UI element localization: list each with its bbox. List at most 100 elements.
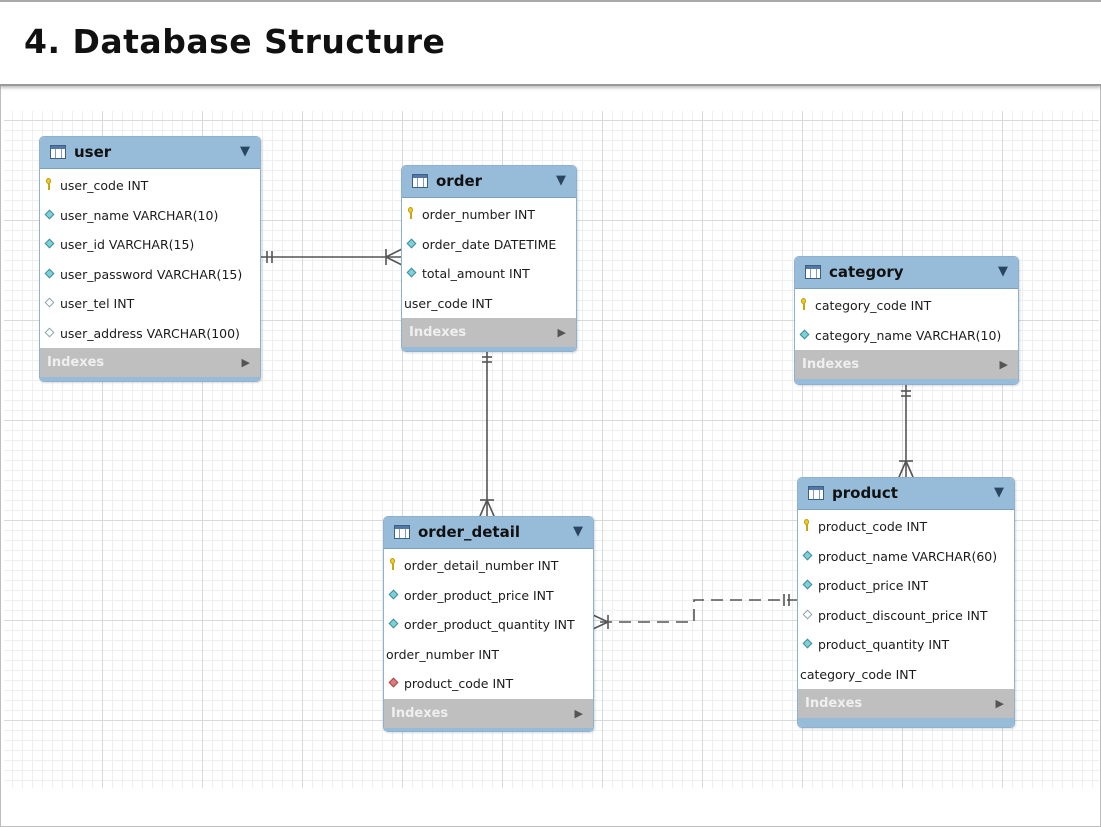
table-header[interactable]: category ▼ — [795, 257, 1018, 289]
table-footer — [384, 727, 593, 731]
not-null-column-icon — [388, 589, 399, 599]
column-label: product_name VARCHAR(60) — [818, 548, 998, 564]
column-label: user_name VARCHAR(10) — [60, 207, 219, 223]
table-icon — [808, 486, 824, 500]
table-footer — [40, 377, 260, 381]
column-label: product_price INT — [818, 578, 929, 593]
column-row[interactable]: product_name VARCHAR(60) — [798, 542, 1014, 572]
column-label: product_code INT — [818, 519, 928, 534]
collapse-arrow-icon[interactable]: ▼ — [994, 485, 1004, 500]
indexes-label: Indexes — [409, 325, 467, 340]
relationship-category-product — [898, 384, 914, 478]
collapse-arrow-icon[interactable]: ▼ — [556, 173, 566, 188]
column-row[interactable]: category_code INT — [795, 291, 1018, 321]
primary-key-icon — [804, 519, 809, 533]
column-row[interactable]: user_id VARCHAR(15) — [40, 230, 260, 260]
column-label: category_name VARCHAR(10) — [815, 327, 1002, 343]
not-null-column-icon — [799, 329, 810, 339]
primary-key-icon — [408, 207, 413, 221]
table-icon — [50, 145, 66, 159]
column-row[interactable]: category_name VARCHAR(10) — [795, 321, 1018, 351]
column-row[interactable]: product_quantity INT — [798, 630, 1014, 660]
expand-arrow-icon[interactable]: ▶ — [999, 358, 1008, 371]
table-name: order — [436, 172, 483, 190]
primary-key-icon — [801, 298, 806, 312]
column-row[interactable]: user_code INT — [40, 171, 260, 201]
column-row[interactable]: user_code INT — [402, 289, 576, 319]
column-label: order_date DATETIME — [422, 236, 557, 252]
table-order[interactable]: order ▼ order_number INT order_date DATE… — [401, 165, 577, 352]
column-label: product_code INT — [404, 676, 514, 691]
expand-arrow-icon[interactable]: ▶ — [574, 706, 583, 720]
column-row[interactable]: category_code INT — [798, 660, 1014, 690]
table-user[interactable]: user ▼ user_code INT user_name VARCHAR(1… — [39, 136, 261, 382]
column-label: user_code INT — [60, 178, 149, 193]
column-label: user_id VARCHAR(15) — [60, 237, 195, 252]
table-footer — [795, 379, 1018, 384]
not-null-column-icon — [406, 267, 417, 278]
column-row[interactable]: order_number INT — [384, 640, 593, 670]
table-order-detail[interactable]: order_detail ▼ order_detail_number INT o… — [383, 516, 594, 732]
not-null-column-icon — [802, 579, 813, 590]
collapse-arrow-icon[interactable]: ▼ — [998, 264, 1008, 279]
column-row[interactable]: order_date DATETIME — [402, 230, 576, 260]
table-name: user — [74, 143, 112, 161]
column-row[interactable]: user_address VARCHAR(100) — [40, 319, 260, 349]
foreign-key-icon — [388, 677, 399, 688]
not-null-column-icon — [406, 238, 417, 248]
column-label: user_code INT — [404, 295, 493, 311]
column-row[interactable]: product_discount_price INT — [798, 601, 1014, 631]
column-row[interactable]: user_password VARCHAR(15) — [40, 260, 260, 290]
table-product[interactable]: product ▼ product_code INT product_name … — [797, 477, 1015, 728]
table-category[interactable]: category ▼ category_code INT category_na… — [794, 256, 1019, 385]
indexes-section[interactable]: Indexes ▶ — [402, 318, 576, 347]
table-footer — [402, 347, 576, 351]
primary-key-icon — [390, 558, 395, 572]
column-label: order_product_price INT — [404, 587, 554, 603]
expand-arrow-icon[interactable]: ▶ — [995, 697, 1004, 710]
table-header[interactable]: order_detail ▼ — [384, 517, 593, 549]
expand-arrow-icon[interactable]: ▶ — [241, 356, 250, 369]
column-label: order_product_quantity INT — [404, 617, 575, 632]
column-row[interactable]: product_code INT — [384, 669, 593, 699]
column-label: product_discount_price INT — [818, 607, 988, 623]
indexes-section[interactable]: Indexes▶ — [384, 698, 593, 728]
table-header[interactable]: product ▼ — [798, 478, 1014, 510]
not-null-column-icon — [388, 618, 399, 629]
column-row[interactable]: order_detail_number INT — [384, 551, 593, 581]
column-label: category_code INT — [815, 298, 932, 313]
column-label: user_password VARCHAR(15) — [60, 266, 243, 282]
collapse-arrow-icon[interactable]: ▼ — [573, 524, 583, 539]
column-row[interactable]: product_price INT — [798, 571, 1014, 601]
column-row[interactable]: product_code INT — [798, 512, 1014, 542]
table-name: category — [829, 263, 904, 281]
column-row[interactable]: order_product_quantity INT — [384, 610, 593, 640]
column-row[interactable]: order_product_price INT — [384, 581, 593, 611]
indexes-section[interactable]: Indexes▶ — [798, 689, 1014, 718]
table-header[interactable]: order ▼ — [402, 166, 576, 198]
table-header[interactable]: user ▼ — [40, 137, 260, 169]
column-row[interactable]: order_number INT — [402, 200, 576, 230]
indexes-section[interactable]: Indexes ▶ — [40, 348, 260, 377]
column-row[interactable]: total_amount INT — [402, 259, 576, 289]
relationship-order-orderdetail — [479, 351, 495, 517]
column-row[interactable]: user_tel INT — [40, 289, 260, 319]
column-row[interactable]: user_name VARCHAR(10) — [40, 201, 260, 231]
relationship-user-order — [260, 248, 403, 266]
nullable-column-icon — [44, 327, 55, 337]
indexes-label: Indexes — [802, 357, 860, 372]
not-null-column-icon — [802, 638, 813, 649]
table-name: order_detail — [418, 523, 520, 541]
indexes-label: Indexes — [47, 355, 105, 370]
nullable-column-icon — [44, 297, 55, 308]
expand-arrow-icon[interactable]: ▶ — [557, 326, 566, 339]
title-bar: 4. Database Structure — [0, 0, 1101, 86]
page-title: 4. Database Structure — [24, 22, 446, 61]
not-null-column-icon — [44, 238, 55, 249]
column-label: category_code INT — [800, 666, 917, 682]
column-label: order_number INT — [386, 646, 500, 662]
not-null-column-icon — [44, 209, 55, 219]
indexes-section[interactable]: Indexes ▶ — [795, 350, 1018, 379]
collapse-arrow-icon[interactable]: ▼ — [240, 144, 250, 159]
